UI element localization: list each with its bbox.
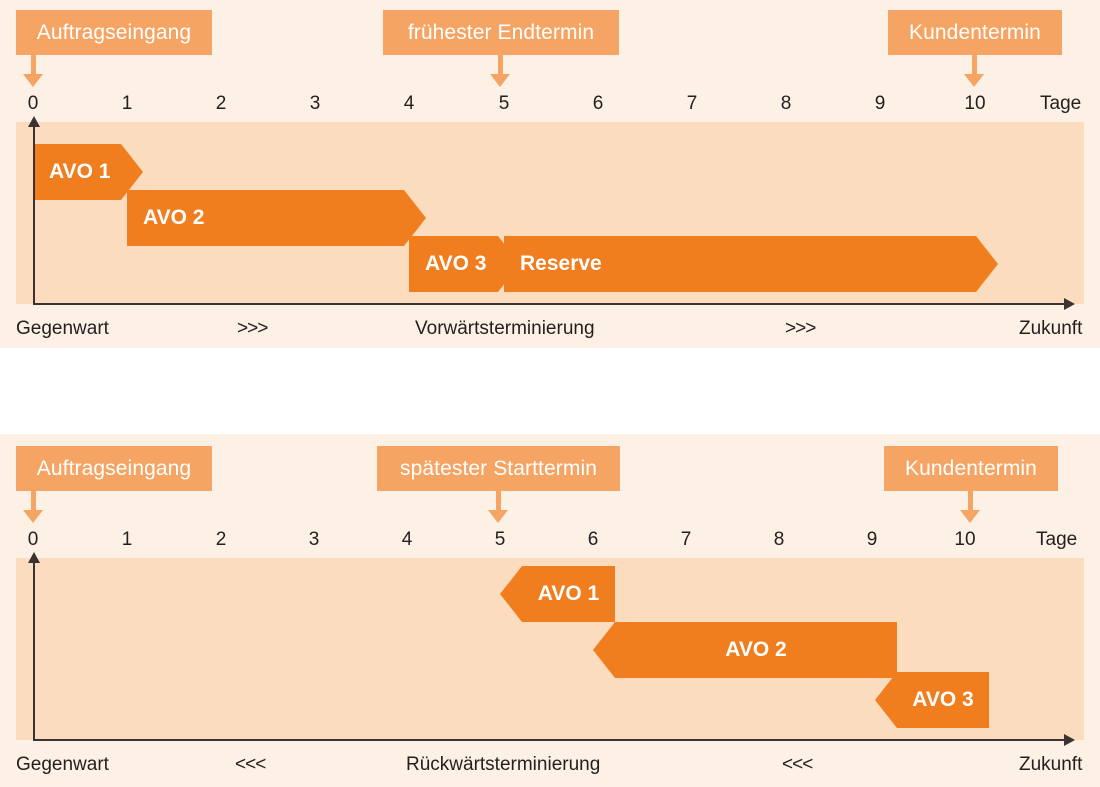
task-bar-reserve[interactable]: Reserve: [504, 236, 998, 292]
axis-tick-4: 4: [401, 529, 413, 550]
axis-tick-9: 9: [866, 529, 878, 550]
footer-right-label: Zukunft: [1019, 318, 1083, 339]
task-bar-avo-1[interactable]: AVO 1: [33, 144, 143, 200]
milestone-label-fruehester-endtermin[interactable]: frühester Endtermin: [383, 10, 619, 55]
milestone-arrow-shaft-kundentermin: [972, 55, 977, 75]
axis-tick-3: 3: [308, 529, 320, 550]
milestone-arrow-head-auftragseingang: [23, 74, 43, 87]
footer-left-label: Gegenwart: [16, 754, 109, 775]
axis-unit-label: Tage: [1040, 93, 1082, 114]
milestone-arrow-shaft-auftragseingang: [31, 491, 36, 511]
axis-tick-3: 3: [309, 93, 321, 114]
milestone-arrow-head-spaetester-starttermin: [488, 510, 508, 523]
x-axis-arrow-head: [1064, 298, 1075, 310]
axis-tick-9: 9: [874, 93, 886, 114]
axis-tick-10: 10: [964, 93, 986, 114]
footer-chevron-left: >>>: [237, 318, 268, 339]
milestone-arrow-shaft-auftragseingang: [31, 55, 36, 75]
axis-tick-0: 0: [27, 529, 39, 550]
axis-tick-4: 4: [403, 93, 415, 114]
footer-center-label: Vorwärtsterminierung: [415, 318, 595, 339]
footer-chevron-right: >>>: [785, 318, 816, 339]
axis-tick-1: 1: [121, 529, 133, 550]
task-bar-avo-2[interactable]: AVO 2: [593, 622, 897, 678]
milestone-arrow-head-fruehester-endtermin: [490, 74, 510, 87]
milestone-label-auftragseingang[interactable]: Auftragseingang: [16, 446, 212, 491]
milestone-label-spaetester-starttermin[interactable]: spätester Starttermin: [377, 446, 620, 491]
chart-backward-scheduling: Auftragseingang spätester Starttermin Ku…: [0, 434, 1100, 787]
axis-tick-10: 10: [954, 529, 976, 550]
axis-tick-2: 2: [215, 529, 227, 550]
axis-tick-5: 5: [494, 529, 506, 550]
y-axis-arrow-head: [28, 116, 40, 127]
x-axis-arrow-head: [1064, 734, 1075, 746]
footer-chevron-left: <<<: [235, 754, 266, 775]
milestone-label-kundentermin[interactable]: Kundentermin: [888, 10, 1062, 55]
milestone-arrow-head-kundentermin: [964, 74, 984, 87]
task-bar-avo-3[interactable]: AVO 3: [409, 236, 520, 292]
task-bar-avo-3[interactable]: AVO 3: [875, 672, 989, 728]
axis-tick-2: 2: [215, 93, 227, 114]
axis-tick-5: 5: [498, 93, 510, 114]
axis-tick-6: 6: [592, 93, 604, 114]
milestone-label-auftragseingang[interactable]: Auftragseingang: [16, 10, 212, 55]
milestone-arrow-head-auftragseingang: [23, 510, 43, 523]
y-axis-line: [33, 126, 35, 305]
footer-center-label: Rückwärtsterminierung: [406, 754, 601, 775]
footer-right-label: Zukunft: [1019, 754, 1083, 775]
milestone-arrow-shaft-fruehester-endtermin: [498, 55, 503, 75]
axis-tick-7: 7: [686, 93, 698, 114]
axis-tick-6: 6: [587, 529, 599, 550]
chart-forward-scheduling: Auftragseingang frühester Endtermin Kund…: [0, 0, 1100, 348]
task-bar-avo-2[interactable]: AVO 2: [127, 190, 426, 246]
axis-unit-label: Tage: [1036, 529, 1078, 550]
y-axis-arrow-head: [28, 552, 40, 563]
axis-tick-8: 8: [773, 529, 785, 550]
footer-left-label: Gegenwart: [16, 318, 109, 339]
footer-chevron-right: <<<: [782, 754, 813, 775]
axis-tick-8: 8: [780, 93, 792, 114]
axis-tick-0: 0: [27, 93, 39, 114]
axis-tick-1: 1: [121, 93, 133, 114]
y-axis-line: [33, 562, 35, 740]
task-bar-avo-1[interactable]: AVO 1: [500, 566, 615, 622]
milestone-arrow-shaft-spaetester-starttermin: [496, 491, 501, 511]
milestone-arrow-head-kundentermin: [960, 510, 980, 523]
milestone-label-kundentermin[interactable]: Kundentermin: [884, 446, 1058, 491]
axis-tick-7: 7: [680, 529, 692, 550]
x-axis-line: [33, 739, 1065, 741]
milestone-arrow-shaft-kundentermin: [968, 491, 973, 511]
x-axis-line: [33, 303, 1065, 305]
